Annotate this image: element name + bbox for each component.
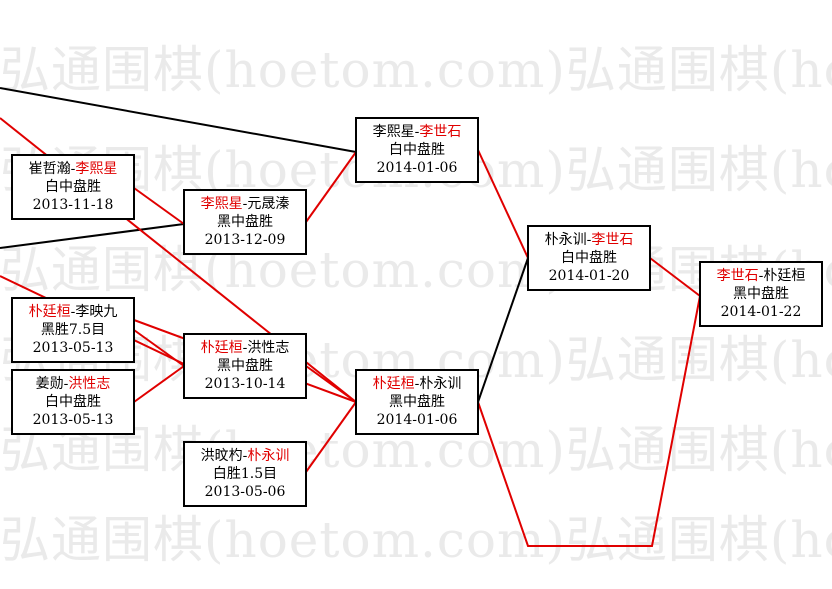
match-date: 2014-01-22	[720, 304, 802, 320]
player-2: 朴永训	[247, 448, 290, 464]
link-m5-to-m6	[133, 365, 185, 403]
player-2: 洪性志	[247, 340, 290, 356]
link-m8-to-m10	[477, 295, 701, 547]
link-m4-to-m6	[133, 329, 185, 367]
player-separator: -	[758, 268, 764, 284]
player-separator: -	[242, 340, 248, 356]
match-players: 朴廷桓-朴永训	[357, 375, 477, 393]
player-2: 朴廷桓	[763, 268, 806, 284]
link-m9-to-m10	[649, 257, 701, 297]
player-1: 崔哲瀚	[28, 161, 71, 177]
player-separator: -	[242, 448, 248, 464]
match-result: 白中盘胜	[45, 394, 101, 410]
player-1: 朴廷桓	[28, 304, 71, 320]
player-separator: -	[70, 161, 76, 177]
match-box-m5: 姜勋-洪性志 白中盘胜 2013-05-13	[11, 369, 135, 435]
match-players: 崔哲瀚-李熙星	[13, 160, 133, 178]
link-m1-to-m2	[133, 187, 185, 225]
match-players: 朴廷桓-洪性志	[185, 339, 305, 357]
match-date: 2013-12-09	[204, 232, 286, 248]
watermark-row-1: 弘通围棋(hoetom.com)弘通围棋(hoetom.com)弘通围棋	[0, 41, 832, 99]
player-separator: -	[414, 124, 420, 140]
player-2: 李世石	[419, 124, 462, 140]
match-date: 2014-01-20	[548, 268, 630, 284]
match-result: 黑胜7.5目	[40, 322, 106, 338]
match-box-m8: 朴廷桓-朴永训 黑中盘胜 2014-01-06	[355, 369, 479, 435]
match-date: 2013-05-13	[32, 340, 114, 356]
player-1: 李世石	[716, 268, 759, 284]
match-result: 白胜1.5目	[212, 466, 278, 482]
link-offscreen-to-m3	[0, 87, 357, 153]
match-result: 黑中盘胜	[217, 214, 273, 230]
player-2: 李映九	[75, 304, 118, 320]
match-date: 2014-01-06	[376, 412, 458, 428]
match-result: 白中盘胜	[561, 250, 617, 266]
watermark-row-3: 弘通围棋(hoetom.com)弘通围棋(hoetom.com)弘通围棋	[0, 241, 832, 299]
watermark-row-6: 弘通围棋(hoetom.com)弘通围棋(hoetom.com)弘通围棋	[0, 511, 832, 569]
match-players: 洪旼杓-朴永训	[185, 447, 305, 465]
match-box-m1: 崔哲瀚-李熙星 白中盘胜 2013-11-18	[11, 154, 135, 220]
player-separator: -	[242, 196, 248, 212]
player-2: 朴永训	[419, 376, 462, 392]
player-separator: -	[63, 376, 69, 392]
player-1: 朴廷桓	[372, 376, 415, 392]
player-1: 朴廷桓	[200, 340, 243, 356]
link-offscreen-to-m2	[0, 223, 185, 249]
match-result: 白中盘胜	[389, 142, 445, 158]
match-box-m3: 李熙星-李世石 白中盘胜 2014-01-06	[355, 117, 479, 183]
player-2: 李熙星	[75, 161, 118, 177]
match-result: 黑中盘胜	[217, 358, 273, 374]
match-date: 2013-11-18	[32, 197, 114, 213]
player-1: 姜勋	[35, 376, 64, 392]
match-result: 黑中盘胜	[733, 286, 789, 302]
match-box-m4: 朴廷桓-李映九 黑胜7.5目 2013-05-13	[11, 297, 135, 363]
match-players: 朴廷桓-李映九	[13, 303, 133, 321]
player-separator: -	[70, 304, 76, 320]
link-m6-to-m8	[305, 365, 357, 403]
player-separator: -	[586, 232, 592, 248]
player-1: 李熙星	[200, 196, 243, 212]
match-players: 李熙星-李世石	[357, 123, 477, 141]
match-date: 2014-01-06	[376, 160, 458, 176]
match-box-m9: 朴永训-李世石 白中盘胜 2014-01-20	[527, 225, 651, 291]
link-m3-to-m9	[477, 149, 529, 259]
match-players: 李世石-朴廷桓	[701, 267, 821, 285]
match-date: 2013-10-14	[204, 376, 286, 392]
link-m8-to-m9	[477, 257, 529, 403]
player-2: 李世石	[591, 232, 634, 248]
match-players: 李熙星-元晟溱	[185, 195, 305, 213]
player-1: 洪旼杓	[200, 448, 243, 464]
player-2: 元晟溱	[247, 196, 290, 212]
player-separator: -	[414, 376, 420, 392]
player-1: 朴永训	[544, 232, 587, 248]
match-date: 2013-05-13	[32, 412, 114, 428]
match-box-m7: 洪旼杓-朴永训 白胜1.5目 2013-05-06	[183, 441, 307, 507]
match-date: 2013-05-06	[204, 484, 286, 500]
match-box-m6: 朴廷桓-洪性志 黑中盘胜 2013-10-14	[183, 333, 307, 399]
link-m2-to-m3	[305, 151, 357, 223]
match-result: 白中盘胜	[45, 179, 101, 195]
match-result: 黑中盘胜	[389, 394, 445, 410]
player-1: 李熙星	[372, 124, 415, 140]
match-box-m2: 李熙星-元晟溱 黑中盘胜 2013-12-09	[183, 189, 307, 255]
player-2: 洪性志	[68, 376, 111, 392]
match-box-m10: 李世石-朴廷桓 黑中盘胜 2014-01-22	[699, 261, 823, 327]
link-m7-to-m8	[305, 401, 357, 473]
match-players: 姜勋-洪性志	[13, 375, 133, 393]
match-players: 朴永训-李世石	[529, 231, 649, 249]
